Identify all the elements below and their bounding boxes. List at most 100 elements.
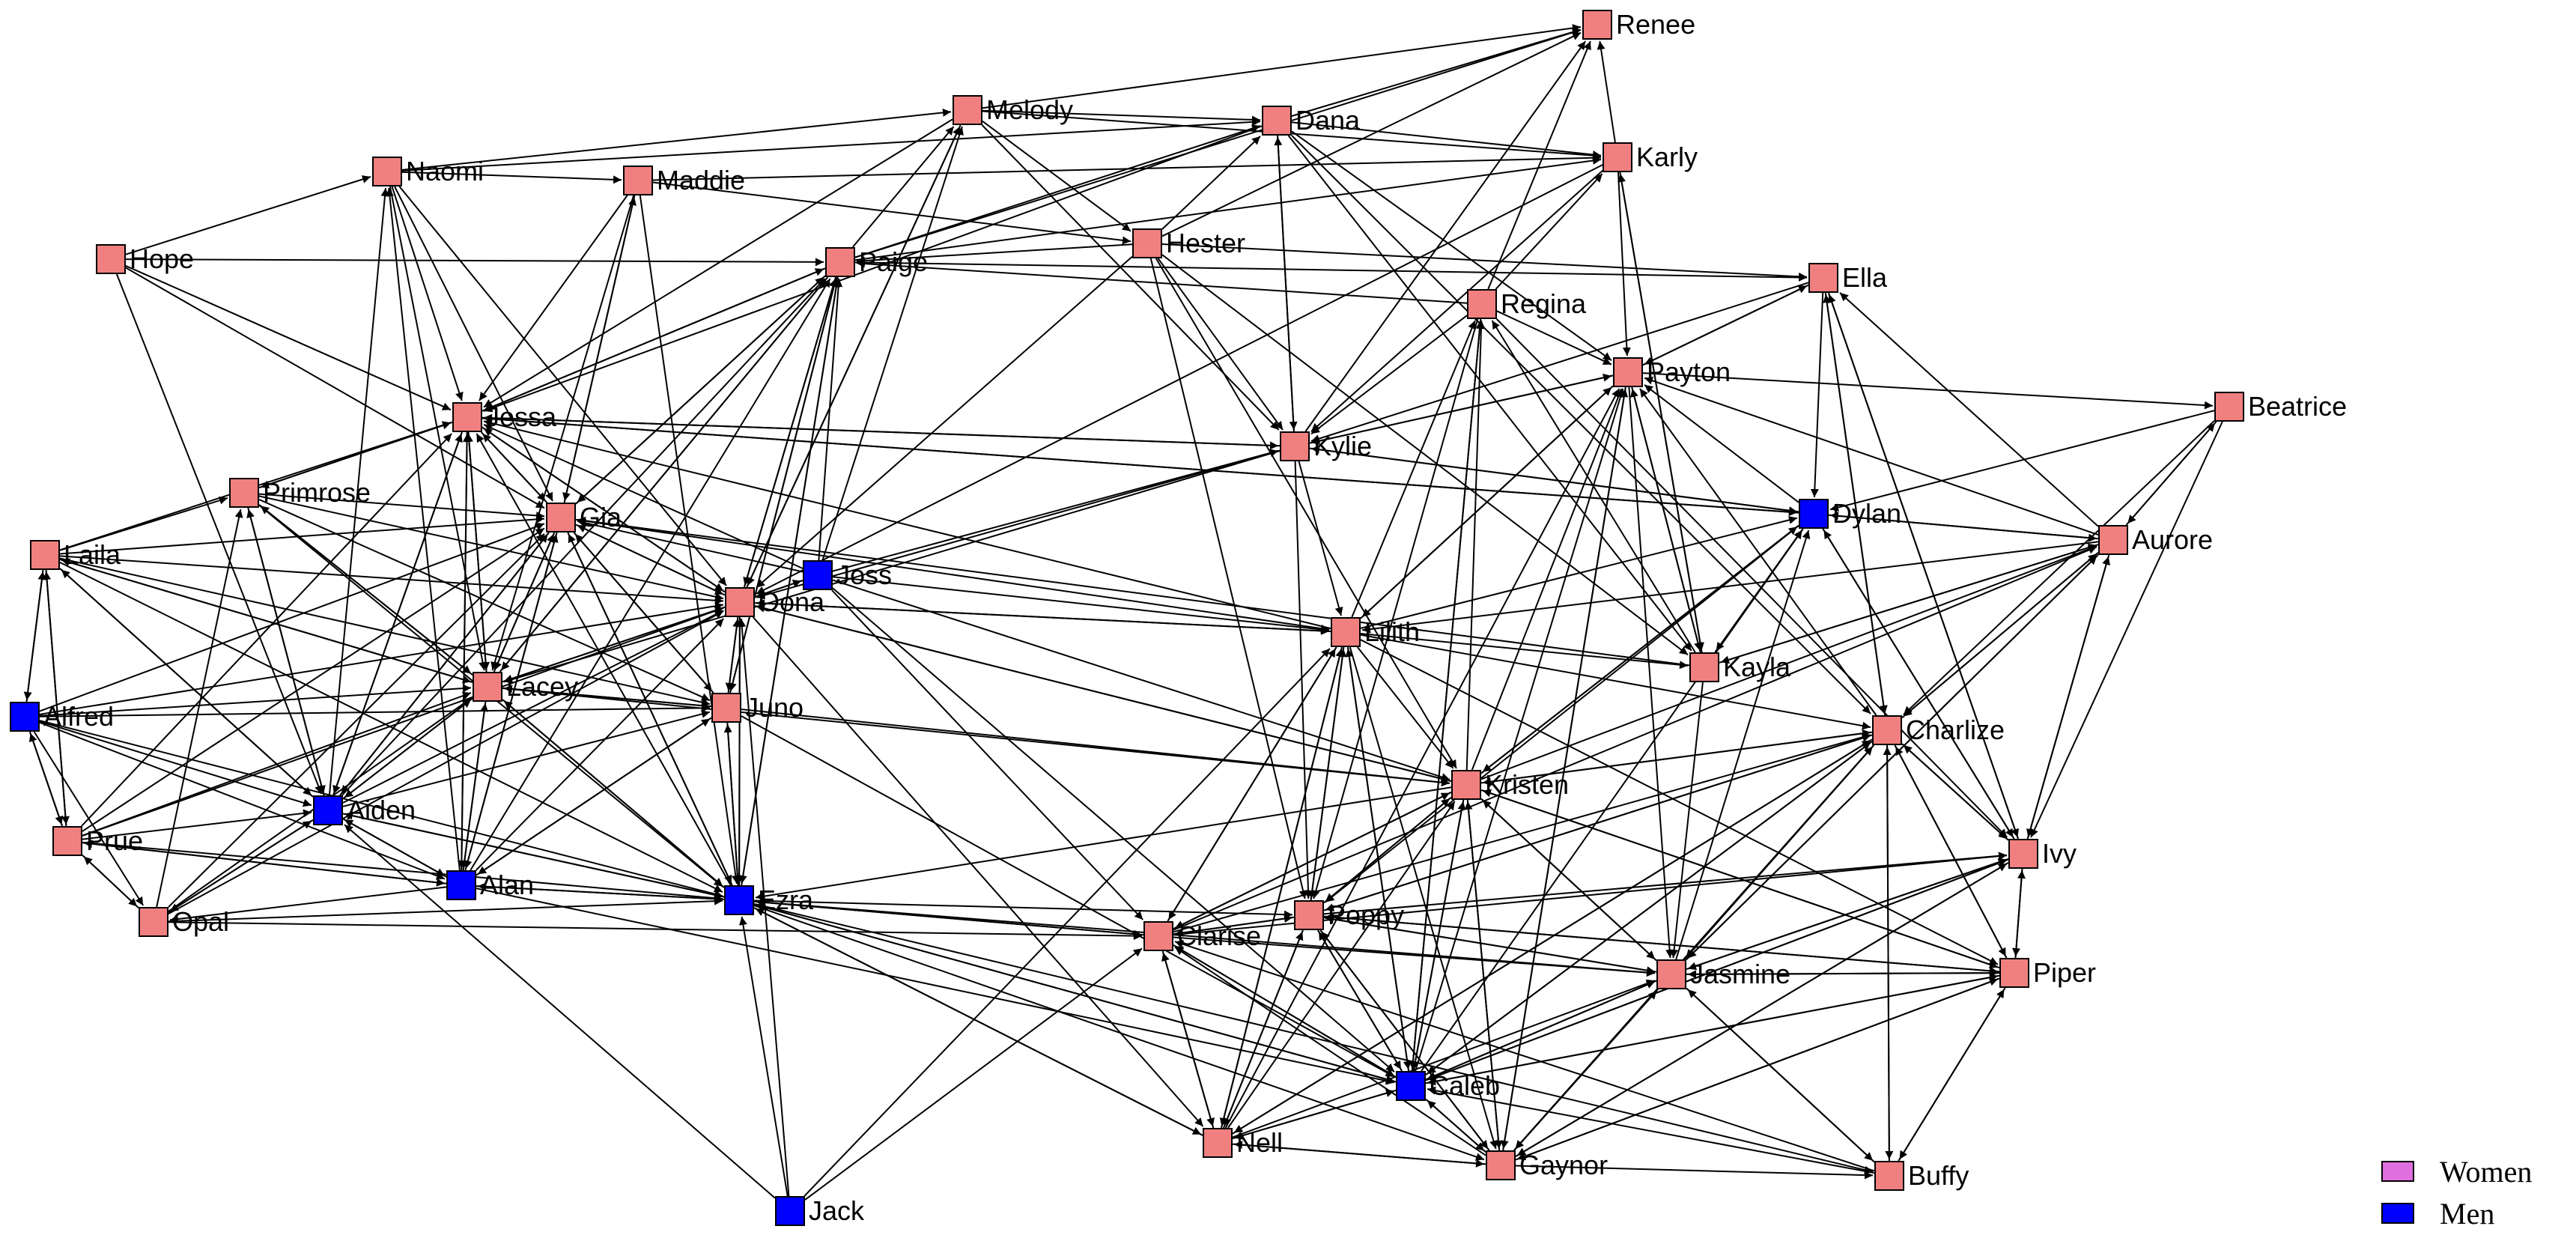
node-label-opal: Opal xyxy=(172,906,229,937)
node-label-hester: Hester xyxy=(1166,228,1245,258)
edge-prue-jessa xyxy=(81,433,452,827)
edge-ezra-gia xyxy=(568,533,733,886)
node-label-caleb: Caleb xyxy=(1430,1070,1500,1101)
edge-naomi-gia xyxy=(394,186,553,502)
edge-oona-paige xyxy=(743,278,837,588)
edge-melody-hester xyxy=(982,120,1131,232)
edge-jessa-paige xyxy=(482,268,824,412)
node-marker-gaynor xyxy=(1486,1150,1516,1180)
edge-ella-kylie xyxy=(1310,282,1809,443)
edge-gia-jessa xyxy=(482,433,548,503)
node-melody: Melody xyxy=(953,94,1073,125)
edge-paige-renee xyxy=(854,28,1582,258)
node-label-nell: Nell xyxy=(1236,1127,1283,1158)
node-marker-ella xyxy=(1808,263,1838,293)
edge-ezra-paige xyxy=(741,278,841,886)
edge-gaynor-poppy xyxy=(1321,931,1490,1151)
node-dana: Dana xyxy=(1262,105,1361,136)
edge-lilith-regina xyxy=(1351,320,1476,618)
node-kristen: Kristen xyxy=(1451,769,1569,800)
edge-opal-primrose xyxy=(156,509,243,908)
edge-buffy-charlize xyxy=(1883,746,1892,1162)
edge-gaynor-buffy xyxy=(1515,1165,1874,1180)
edge-ezra-jessa xyxy=(476,433,732,886)
edge-karly-kylie xyxy=(1310,170,1603,433)
node-lilith: Lilith xyxy=(1331,616,1420,647)
edge-payton-beatrice xyxy=(1642,372,2214,410)
edge-alan-lacey xyxy=(462,703,489,871)
edge-kylie-lilith xyxy=(1298,461,1343,616)
edge-poppy-charlize xyxy=(1323,734,1871,911)
edge-prue-lacey xyxy=(82,691,472,837)
edge-kylie-poppy xyxy=(1294,461,1313,899)
edge-ezra-jasmine xyxy=(753,900,1656,977)
edge-oona-jessa xyxy=(483,428,726,593)
edge-joss-kylie xyxy=(832,449,1279,572)
edge-regina-renee xyxy=(1487,40,1591,290)
edge-beatrice-dylan xyxy=(1829,410,2215,512)
edge-prue-aiden xyxy=(82,809,312,840)
edge-caleb-kristen xyxy=(1412,801,1466,1072)
edge-nell-kristen xyxy=(1227,801,1456,1129)
edge-jasmine-kristen xyxy=(1482,799,1657,962)
edge-ivy-dylan xyxy=(1823,530,2015,840)
node-marker-beatrice xyxy=(2214,392,2244,422)
edge-alan-aiden xyxy=(344,819,447,878)
edge-dana-karly xyxy=(1291,121,1602,159)
edge-aiden-lacey xyxy=(342,699,472,800)
node-juno: Juno xyxy=(711,692,804,723)
edge-jack-ezra xyxy=(738,916,789,1197)
node-marker-paige xyxy=(825,247,855,277)
node-marker-lilith xyxy=(1331,617,1361,647)
edge-karly-payton xyxy=(1617,172,1631,356)
edge-clarise-lilith xyxy=(1167,648,1337,922)
edge-kylie-dana xyxy=(1274,136,1295,432)
edge-ezra-lacey xyxy=(503,700,725,888)
edge-hope-jessa xyxy=(125,264,452,411)
node-marker-jasmine xyxy=(1656,959,1686,989)
node-marker-kylie xyxy=(1280,431,1310,461)
node-dylan: Dylan xyxy=(1799,498,1901,529)
node-label-lacey: Lacey xyxy=(506,671,578,702)
edge-primrose-gia xyxy=(258,493,545,520)
node-label-laila: Laila xyxy=(64,539,121,570)
edge-dana-payton xyxy=(1291,130,1612,362)
edge-caleb-jasmine xyxy=(1425,980,1656,1081)
edge-alan-paige xyxy=(470,278,831,871)
node-label-gaynor: Gaynor xyxy=(1519,1150,1608,1180)
edge-alan-jessa xyxy=(461,433,472,871)
edge-kylie-oona xyxy=(756,449,1281,600)
edge-melody-kylie xyxy=(981,124,1280,431)
node-aurore: Aurore xyxy=(2098,524,2213,555)
legend-label-men: Men xyxy=(2440,1196,2495,1231)
node-marker-kristen xyxy=(1451,770,1481,800)
node-opal: Opal xyxy=(139,906,229,937)
edge-kayla-aurore xyxy=(1719,543,2097,664)
edge-clarise-charlize xyxy=(1173,732,1871,933)
node-marker-naomi xyxy=(372,157,402,186)
node-marker-hester xyxy=(1132,228,1162,258)
edge-naomi-dana xyxy=(401,118,1261,172)
edge-charlize-aurore xyxy=(1901,553,2097,718)
edge-alan-prue xyxy=(83,840,447,884)
node-nell: Nell xyxy=(1203,1127,1283,1158)
edge-hope-paige xyxy=(125,258,824,267)
edge-clarise-aurore xyxy=(1173,546,2097,931)
edge-alfred-juno xyxy=(39,703,711,717)
edge-maddie-hester xyxy=(652,181,1131,245)
edge-laila-juno xyxy=(59,557,711,707)
edge-lilith-payton xyxy=(1360,386,1612,619)
legend: Women Men xyxy=(2381,1150,2532,1234)
node-alfred: Alfred xyxy=(10,701,114,732)
edge-lacey-paige xyxy=(499,278,827,673)
edge-aiden-naomi xyxy=(328,187,389,796)
node-marker-renee xyxy=(1582,10,1612,40)
edge-ezra-poppy xyxy=(753,899,1293,919)
edge-hope-naomi xyxy=(125,175,371,255)
node-gaynor: Gaynor xyxy=(1486,1150,1608,1180)
edge-clarise-ezra xyxy=(755,898,1144,936)
edge-gia-maddie xyxy=(563,196,637,503)
edge-hester-ella xyxy=(1161,243,1808,281)
